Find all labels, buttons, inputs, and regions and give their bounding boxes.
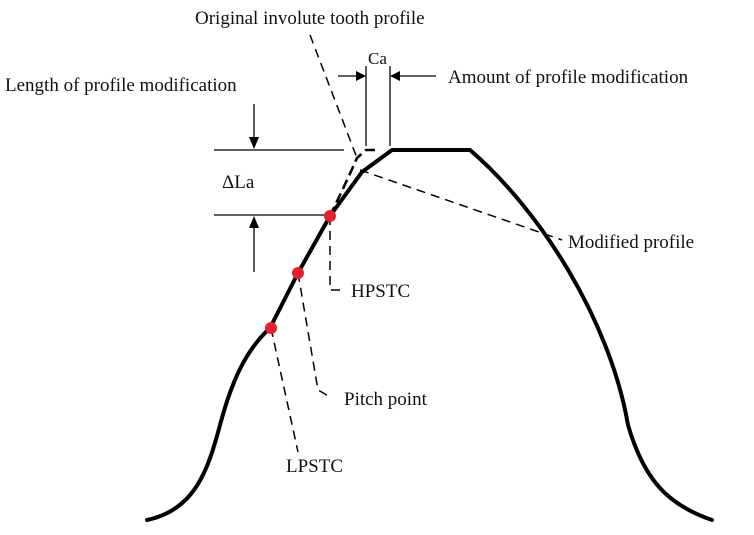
pitch-point-leader [297,272,333,399]
hpstc-leader [329,216,344,291]
delta-la-bottom-arrowhead [249,216,259,228]
length-of-modification-label: Length of profile modification [5,75,237,96]
modified-profile-label: Modified profile [568,232,694,253]
original-profile-leader [309,34,358,159]
ca-right-arrowhead [390,71,400,81]
lpstc-point [265,322,277,334]
lpstc-leader [270,327,299,453]
ca-label: Ca [368,49,387,68]
amount-of-modification-label: Amount of profile modification [448,67,689,88]
tooth-profile-curve [145,148,714,522]
hpstc-label: HPSTC [351,281,410,302]
pitch-point-marker [292,267,304,279]
hpstc-point [324,210,336,222]
pitch-point-label: Pitch point [344,389,428,410]
delta-la-top-arrowhead [249,137,259,149]
ca-left-arrowhead [356,71,366,81]
lpstc-label: LPSTC [286,456,343,477]
delta-la-label: ΔLa [222,172,255,193]
modified-profile-leader [359,169,563,241]
original-profile-label: Original involute tooth profile [195,8,425,29]
original-profile-extension [328,148,380,217]
